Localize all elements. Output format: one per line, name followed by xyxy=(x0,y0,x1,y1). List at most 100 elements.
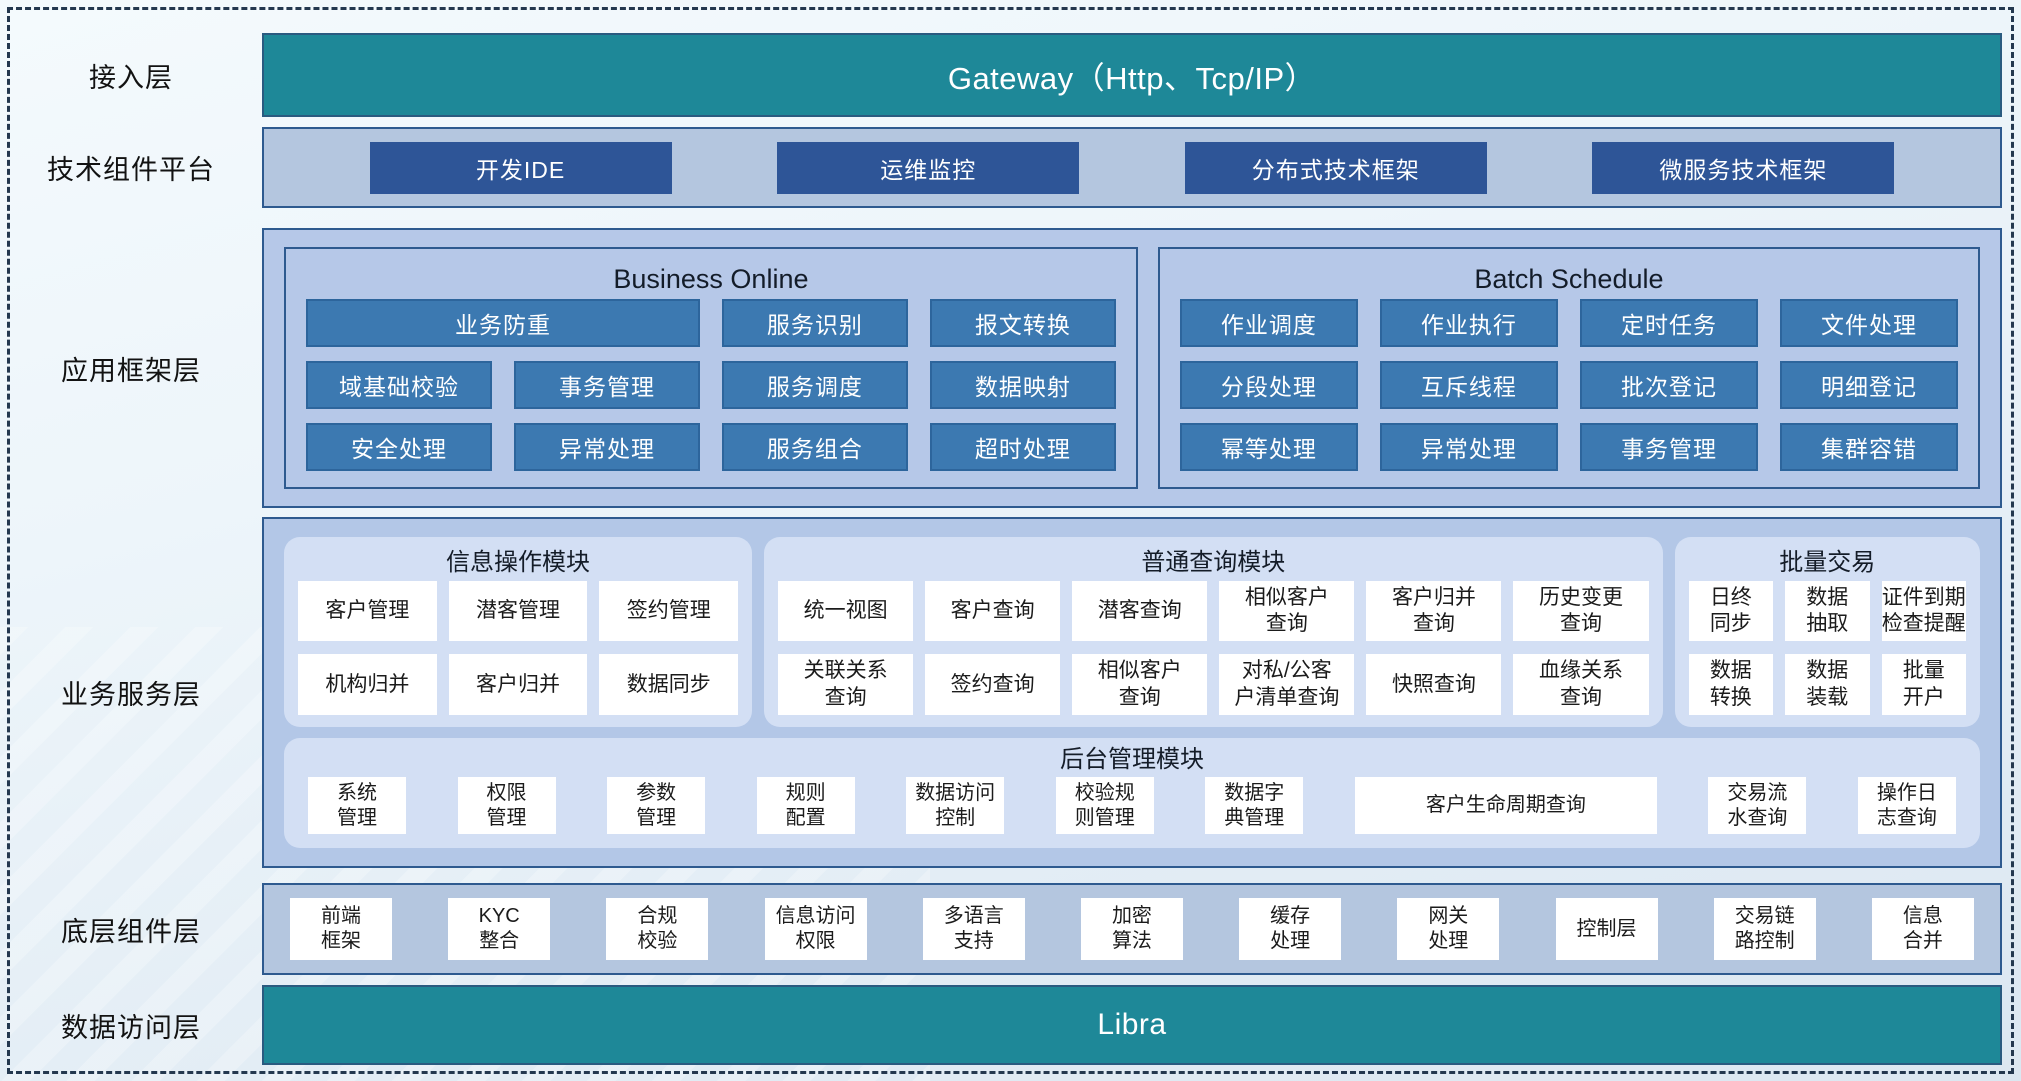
batch-schedule-grid: 作业调度 作业执行 定时任务 文件处理 分段处理 互斥线程 批次登记 明细登记 … xyxy=(1179,299,1958,471)
layer-label-business-service: 业务服务层 xyxy=(61,680,201,710)
tech-item-ops-monitor: 运维监控 xyxy=(777,141,1080,194)
normal-query-grid: 统一视图 客户查询 潜客查询 相似客户 查询 客户归并 查询 历史变更 查询 关… xyxy=(778,581,1649,715)
business-service-top-row: 信息操作模块 客户管理 潜客管理 签约管理 机构归并 客户归并 数据同步 普通查… xyxy=(284,537,1980,727)
libra-bar: Libra xyxy=(262,985,2002,1065)
bo-item-service-identify: 服务识别 xyxy=(721,299,908,347)
layer-row-app-framework: 应用框架层 Business Online 业务防重 服务识别 报文转换 域基础… xyxy=(0,228,2021,508)
layer-row-data-access: 数据访问层 Libra xyxy=(0,985,2021,1065)
query-item-similar-customer-query-2: 相似客户 查询 xyxy=(1072,654,1208,715)
info-item-prospect-mgmt: 潜客管理 xyxy=(448,581,588,642)
bo-item-service-schedule: 服务调度 xyxy=(721,361,908,409)
bs-item-timed-task: 定时任务 xyxy=(1579,299,1758,347)
bo-item-data-mapping: 数据映射 xyxy=(929,361,1116,409)
bs-item-detail-register: 明细登记 xyxy=(1779,361,1958,409)
batch-item-data-load: 数据 装载 xyxy=(1785,654,1870,715)
admin-item-validation-rule-mgmt: 校验规 则管理 xyxy=(1055,777,1154,835)
app-framework-panel: Business Online 业务防重 服务识别 报文转换 域基础校验 事务管… xyxy=(262,228,2002,508)
tech-platform-panel: 开发IDE 运维监控 分布式技术框架 微服务技术框架 xyxy=(262,127,2002,208)
tech-item-dev-ide: 开发IDE xyxy=(369,141,672,194)
query-item-similar-customer-query-1: 相似客户 查询 xyxy=(1219,581,1355,642)
bo-item-transaction-mgmt: 事务管理 xyxy=(513,361,700,409)
base-item-encryption-algorithm: 加密 算法 xyxy=(1080,898,1183,960)
info-item-data-sync: 数据同步 xyxy=(599,654,739,715)
bo-item-domain-check: 域基础校验 xyxy=(306,361,492,409)
base-item-info-access-permission: 信息访问 权限 xyxy=(764,898,867,960)
info-operation-grid: 客户管理 潜客管理 签约管理 机构归并 客户归并 数据同步 xyxy=(298,581,739,715)
layer-label-data-access: 数据访问层 xyxy=(61,1012,201,1043)
info-item-customer-merge: 客户归并 xyxy=(448,654,588,715)
info-item-customer-mgmt: 客户管理 xyxy=(298,581,437,642)
admin-item-permission-mgmt: 权限 管理 xyxy=(457,777,556,835)
query-item-snapshot-query: 快照查询 xyxy=(1366,654,1502,715)
batch-trade-grid: 日终 同步 数据 抽取 证件到期 检查提醒 数据 转换 数据 装载 批量 开户 xyxy=(1688,581,1966,715)
batch-trade-module: 批量交易 日终 同步 数据 抽取 证件到期 检查提醒 数据 转换 数据 装载 批… xyxy=(1674,537,1980,727)
base-item-transaction-link-control: 交易链 路控制 xyxy=(1713,898,1816,960)
base-item-frontend-framework: 前端 框架 xyxy=(290,898,392,960)
base-item-gateway-process: 网关 处理 xyxy=(1397,898,1500,960)
bo-item-message-convert: 报文转换 xyxy=(929,299,1116,347)
bs-item-batch-register: 批次登记 xyxy=(1579,361,1758,409)
query-item-unified-view: 统一视图 xyxy=(778,581,914,642)
bs-item-segment-process: 分段处理 xyxy=(1179,361,1358,409)
batch-schedule-title: Batch Schedule xyxy=(1474,264,1664,294)
admin-module-row: 系统 管理 权限 管理 参数 管理 规则 配置 数据访问 控制 校验规 则管理 … xyxy=(308,776,1956,836)
layer-row-business-service: 业务服务层 信息操作模块 客户管理 潜客管理 签约管理 机构归并 客户归并 数据… xyxy=(0,517,2021,868)
base-item-control-layer: 控制层 xyxy=(1555,898,1658,960)
layer-row-access: 接入层 Gateway（Http、Tcp/IP） xyxy=(0,33,2021,117)
info-operation-title: 信息操作模块 xyxy=(446,549,591,576)
query-item-history-change-query: 历史变更 查询 xyxy=(1513,581,1649,642)
batch-item-cert-expiry-check: 证件到期 检查提醒 xyxy=(1881,581,1966,642)
tech-item-distributed-framework: 分布式技术框架 xyxy=(1184,141,1487,194)
business-online-box: Business Online 业务防重 服务识别 报文转换 域基础校验 事务管… xyxy=(284,247,1138,489)
bo-item-dedup: 业务防重 xyxy=(306,299,700,347)
layer-label-tech-platform: 技术组件平台 xyxy=(47,155,215,185)
admin-item-operation-log-query: 操作日 志查询 xyxy=(1857,777,1956,835)
admin-item-rule-config: 规则 配置 xyxy=(756,777,855,835)
bo-item-timeout: 超时处理 xyxy=(929,423,1116,471)
base-item-compliance-check: 合规 校验 xyxy=(606,898,709,960)
query-item-relation-query: 关联关系 查询 xyxy=(778,654,914,715)
admin-module-title: 后台管理模块 xyxy=(1060,745,1204,773)
bs-item-exception: 异常处理 xyxy=(1379,423,1558,471)
batch-item-data-extract: 数据 抽取 xyxy=(1785,581,1870,642)
base-item-kyc-integration: KYC 整合 xyxy=(448,898,551,960)
query-item-contract-query: 签约查询 xyxy=(925,654,1061,715)
admin-item-customer-lifecycle-query: 客户生命周期查询 xyxy=(1354,777,1657,835)
batch-schedule-box: Batch Schedule 作业调度 作业执行 定时任务 文件处理 分段处理 … xyxy=(1157,247,1980,489)
query-item-lineage-query: 血缘关系 查询 xyxy=(1513,654,1649,715)
base-item-multilanguage-support: 多语言 支持 xyxy=(922,898,1025,960)
admin-item-data-dictionary-mgmt: 数据字 典管理 xyxy=(1205,777,1304,835)
bs-item-idempotent: 幂等处理 xyxy=(1179,423,1358,471)
admin-item-parameter-mgmt: 参数 管理 xyxy=(607,777,706,835)
bo-item-exception: 异常处理 xyxy=(513,423,700,471)
bo-item-service-compose: 服务组合 xyxy=(721,423,908,471)
business-service-panel: 信息操作模块 客户管理 潜客管理 签约管理 机构归并 客户归并 数据同步 普通查… xyxy=(262,517,2002,868)
bs-item-job-execute: 作业执行 xyxy=(1379,299,1558,347)
batch-item-batch-open-account: 批量 开户 xyxy=(1881,654,1966,715)
base-components-panel: 前端 框架 KYC 整合 合规 校验 信息访问 权限 多语言 支持 加密 算法 … xyxy=(262,883,2002,975)
info-operation-module: 信息操作模块 客户管理 潜客管理 签约管理 机构归并 客户归并 数据同步 xyxy=(284,537,753,727)
info-item-contract-mgmt: 签约管理 xyxy=(599,581,739,642)
batch-item-eod-sync: 日终 同步 xyxy=(1688,581,1774,642)
bs-item-file-process: 文件处理 xyxy=(1779,299,1958,347)
admin-module: 后台管理模块 系统 管理 权限 管理 参数 管理 规则 配置 数据访问 控制 校… xyxy=(284,737,1980,848)
tech-item-microservice-framework: 微服务技术框架 xyxy=(1592,141,1895,194)
layer-label-app-framework: 应用框架层 xyxy=(61,355,201,386)
bo-item-security: 安全处理 xyxy=(306,423,492,471)
query-item-customer-query: 客户查询 xyxy=(925,581,1061,642)
normal-query-module: 普通查询模块 统一视图 客户查询 潜客查询 相似客户 查询 客户归并 查询 历史… xyxy=(764,537,1663,727)
bs-item-transaction-mgmt: 事务管理 xyxy=(1579,423,1758,471)
bs-item-mutex-thread: 互斥线程 xyxy=(1379,361,1558,409)
base-item-info-merge: 信息 合并 xyxy=(1871,898,1974,960)
business-online-grid: 业务防重 服务识别 报文转换 域基础校验 事务管理 服务调度 数据映射 安全处理… xyxy=(306,299,1116,471)
admin-item-transaction-flow-query: 交易流 水查询 xyxy=(1708,777,1807,835)
admin-item-system-mgmt: 系统 管理 xyxy=(308,777,406,835)
business-online-title: Business Online xyxy=(613,264,809,294)
normal-query-title: 普通查询模块 xyxy=(1141,549,1286,576)
base-item-cache-process: 缓存 处理 xyxy=(1239,898,1342,960)
layer-row-base-components: 底层组件层 前端 框架 KYC 整合 合规 校验 信息访问 权限 多语言 支持 … xyxy=(0,883,2021,975)
admin-item-data-access-control: 数据访问 控制 xyxy=(906,777,1005,835)
query-item-prospect-query: 潜客查询 xyxy=(1072,581,1208,642)
query-item-customer-merge-query: 客户归并 查询 xyxy=(1366,581,1502,642)
